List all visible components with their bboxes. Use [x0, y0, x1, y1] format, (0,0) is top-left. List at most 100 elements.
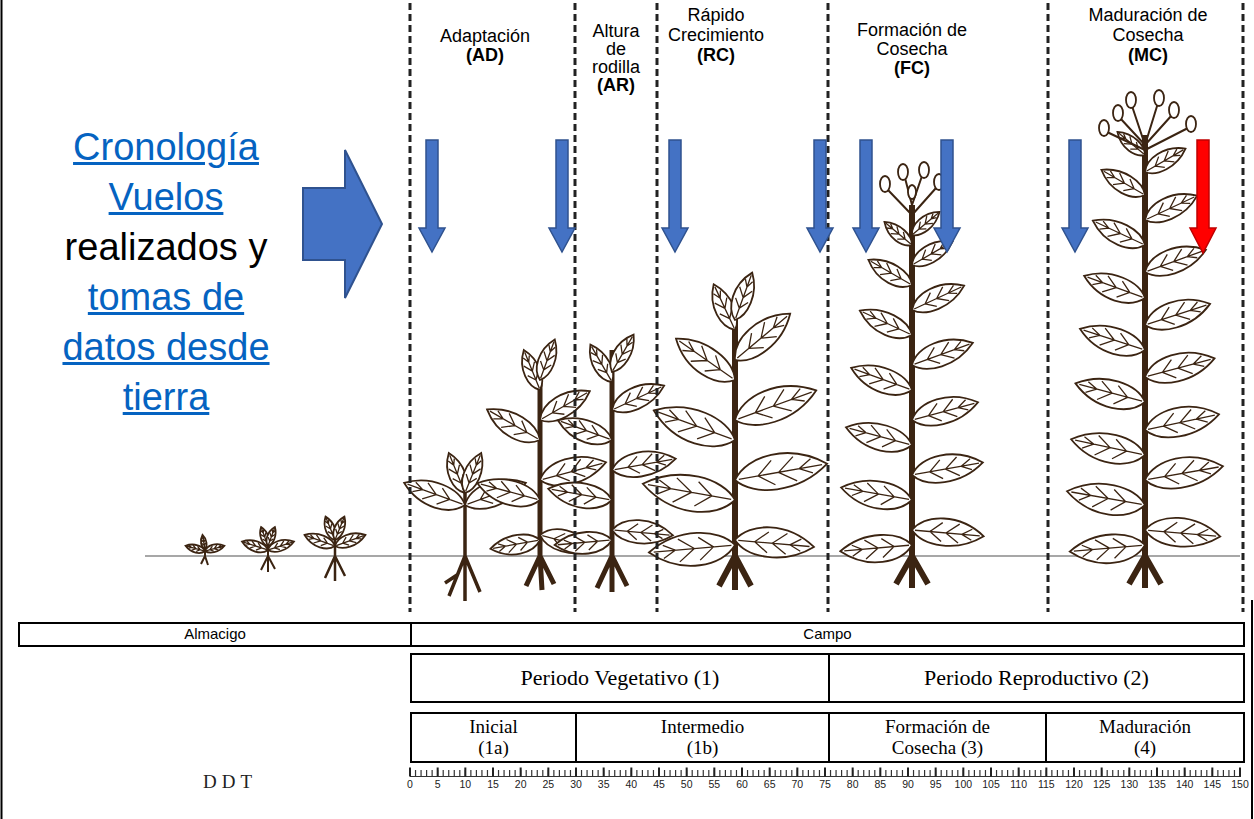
axis-tick-box: 20: [506, 778, 536, 790]
stage-label: Maduración de Cosecha: [1086, 5, 1211, 45]
axis-number: 120: [1059, 778, 1089, 790]
tobacco-plant: [839, 532, 913, 565]
tobacco-plant: [1169, 102, 1179, 118]
tobacco-plant: [1072, 371, 1149, 416]
tobacco-plant: [532, 336, 562, 382]
tobacco-plant: [1186, 116, 1196, 132]
ddt-ruler: [409, 772, 1242, 777]
tobacco-plant: [1142, 400, 1222, 444]
tobacco-plant: [842, 416, 915, 459]
cell-text: Formación de Cosecha (3): [868, 717, 1008, 759]
axis-tick-box: 50: [672, 778, 702, 790]
tobacco-plant: [400, 450, 530, 601]
tobacco-plant: [908, 331, 977, 376]
axis-number: 55: [699, 778, 729, 790]
axis-tick-box: 25: [533, 778, 563, 790]
label-group: Rápido Crecimiento(RC): [654, 5, 778, 65]
ddt-ruler: [409, 770, 1241, 776]
tobacco-plant: [1142, 451, 1225, 494]
tobacco-plant: [910, 448, 986, 487]
axis-tick-box: 105: [976, 778, 1006, 790]
axis-number: 105: [976, 778, 1006, 790]
stage-label: Altura de rodilla: [592, 22, 640, 76]
tobacco-plant: [919, 162, 929, 178]
tobacco-plant: [1154, 90, 1164, 106]
axis-tick-box: 100: [948, 778, 978, 790]
stage-label: Rápido Crecimiento: [668, 5, 764, 45]
tobacco-plant: [908, 185, 916, 199]
flight-arrow: [662, 140, 688, 252]
axis-tick-box: 125: [1087, 778, 1117, 790]
label-group: Formación de Cosecha(FC): [840, 21, 984, 78]
axis-tick-box: 140: [1170, 778, 1200, 790]
tobacco-plant: [605, 330, 641, 376]
axis-tick-box: 65: [755, 778, 785, 790]
axis-number: 95: [921, 778, 951, 790]
table-cell: Intermedio (1b): [575, 712, 830, 763]
cell-text: Periodo Vegetativo (1): [521, 666, 720, 690]
flight-arrow: [419, 140, 445, 252]
caption-text: realizados y: [48, 222, 284, 272]
axis-tick-box: 5: [423, 778, 453, 790]
cell-text: Intermedio (1b): [661, 717, 744, 759]
label-group: Adaptación(AD): [418, 27, 552, 65]
axis-tick-box: 60: [727, 778, 757, 790]
cell-text: Inicial (1a): [469, 717, 518, 759]
tobacco-plant: [732, 445, 830, 496]
stage-abbreviation: (MC): [1076, 45, 1220, 65]
table-cell: Periodo Vegetativo (1): [410, 653, 830, 703]
cell-text: Campo: [803, 626, 851, 643]
tobacco-plant: [648, 530, 737, 570]
axis-tick-box: 15: [478, 778, 508, 790]
frame-line: [1251, 600, 1253, 819]
table-cell: Periodo Reproductivo (2): [828, 653, 1245, 703]
frame-line: [1, 0, 3, 819]
label-group: Maduración de Cosecha(MC): [1076, 5, 1220, 65]
axis-number: 5: [423, 778, 453, 790]
stage-abbreviation: (AD): [418, 46, 552, 65]
tobacco-plant: [554, 530, 613, 557]
axis-number: 30: [561, 778, 591, 790]
tobacco-plant: [1064, 477, 1147, 520]
table-cell: Inicial (1a): [410, 712, 577, 763]
tobacco-plant: [1141, 291, 1214, 337]
flight-arrow: [549, 140, 575, 252]
stage-divider: [1047, 3, 1050, 612]
tobacco-plant: [554, 411, 616, 451]
tobacco-plant: [668, 328, 743, 391]
axis-title: DDT: [188, 771, 272, 793]
tobacco-plant: [546, 477, 614, 512]
axis-number: 25: [533, 778, 563, 790]
axis-number: 60: [727, 778, 757, 790]
flight-arrow-red: [1190, 140, 1216, 253]
seedling: [302, 515, 367, 581]
label-group: DDT: [188, 771, 272, 793]
ddt-ruler: [409, 768, 1242, 777]
seedling: [184, 534, 225, 565]
tobacco-plant: [726, 269, 761, 323]
axis-number: 135: [1142, 778, 1172, 790]
axis-tick-box: 45: [644, 778, 674, 790]
axis-number: 115: [1031, 778, 1061, 790]
axis-number: 20: [506, 778, 536, 790]
axis-tick-box: 115: [1031, 778, 1061, 790]
tobacco-plant: [1088, 211, 1149, 255]
seedling: [264, 526, 278, 548]
axis-tick-box: 55: [699, 778, 729, 790]
stage-label: Adaptación: [418, 27, 552, 46]
tobacco-plant: [898, 164, 908, 180]
cell-text: Maduración (4): [1099, 717, 1191, 759]
axis-tick-box: 35: [589, 778, 619, 790]
tobacco-plant: [734, 524, 815, 561]
tobacco-plant: [1107, 103, 1188, 150]
stage-divider: [1242, 3, 1245, 612]
flight-arrow-red: [1190, 140, 1216, 253]
axis-number: 50: [672, 778, 702, 790]
axis-number: 0: [395, 778, 425, 790]
tobacco-plant: [481, 400, 546, 451]
axis-number: 145: [1197, 778, 1227, 790]
flight-arrow: [934, 140, 960, 252]
seedling: [330, 515, 348, 542]
